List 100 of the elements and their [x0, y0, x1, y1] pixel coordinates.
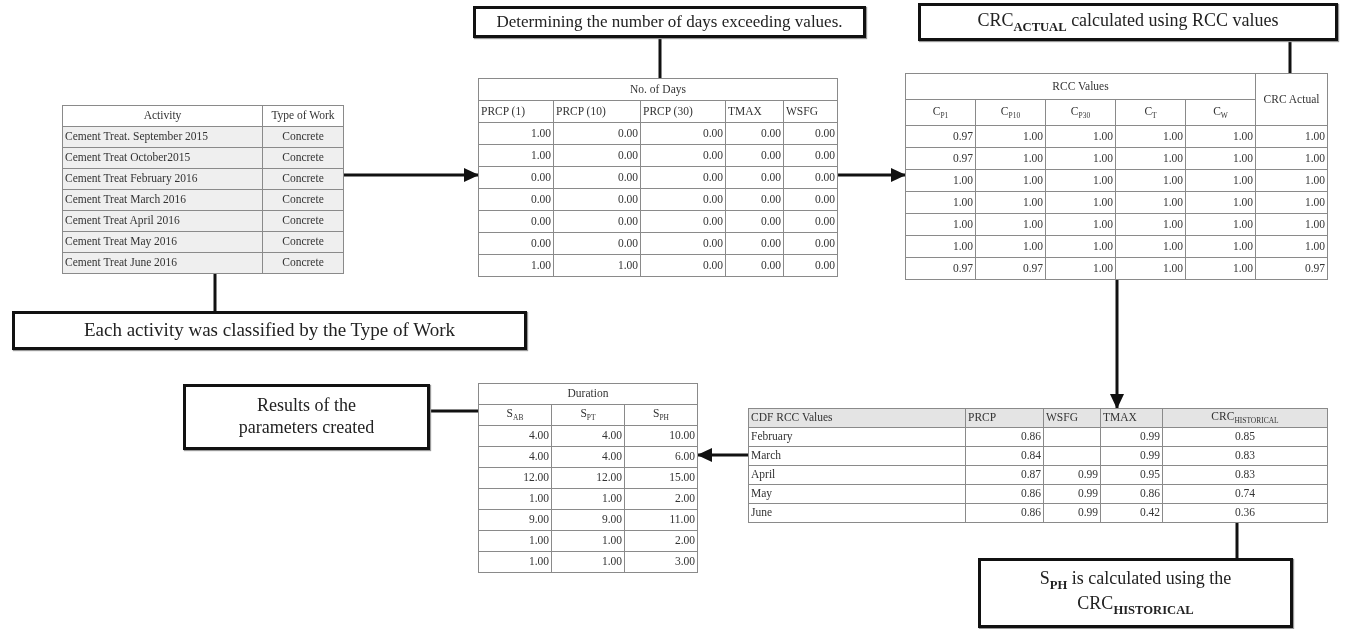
table-cell: 12.00: [551, 467, 625, 489]
table-cell: 1.00: [1185, 191, 1256, 214]
table-cell: 0.00: [783, 254, 838, 277]
table-cell: 0.00: [640, 144, 726, 167]
table-cell: 10.00: [624, 425, 698, 447]
table-cell: 1.00: [975, 147, 1046, 170]
table-cell: 1.00: [905, 169, 976, 192]
table-cell: 1.00: [1185, 169, 1256, 192]
table-cell: 0.00: [640, 188, 726, 211]
table-cell: Type of Work: [262, 105, 344, 127]
table-cell: Cement Treat April 2016: [62, 210, 263, 232]
table-cell: 0.85: [1162, 427, 1328, 447]
table-cell: 0.84: [965, 446, 1044, 466]
table-cell: 1.00: [905, 235, 976, 258]
table-cell: 1.00: [1255, 169, 1328, 192]
table-cell: 0.00: [783, 210, 838, 233]
table-cell: 1.00: [1115, 257, 1186, 280]
arrow: [344, 168, 479, 182]
leader-line: [430, 409, 478, 413]
arrow: [1110, 280, 1124, 409]
table-cell: 2.00: [624, 488, 698, 510]
leader-line: [658, 38, 662, 78]
table-cell: Cement Treat June 2016: [62, 252, 263, 274]
table-cell: 1.00: [1115, 169, 1186, 192]
table-cell: 1.00: [1115, 191, 1186, 214]
table-cell: 4.00: [478, 425, 552, 447]
data-table: [478, 78, 839, 277]
table-cell: 1.00: [1255, 125, 1328, 148]
table-cell: 0.86: [965, 427, 1044, 447]
table-cell: 0.00: [640, 122, 726, 145]
table-cell: 15.00: [624, 467, 698, 489]
table-cell: 0.97: [905, 147, 976, 170]
table-cell: Cement Treat February 2016: [62, 168, 263, 190]
table-cell: 0.00: [725, 210, 784, 233]
table-cell: 1.00: [551, 530, 625, 552]
table-cell: March: [748, 446, 966, 466]
callout-text: S$_{PH}$ is calculated using the CRC$_{HISTORICAL}$: [1038, 568, 1233, 618]
callout-box: [12, 311, 527, 350]
table-cell: 0.00: [783, 122, 838, 145]
table-cell: 0.99: [1100, 446, 1163, 466]
table-cell: Concrete: [262, 252, 344, 274]
table-cell: May: [748, 484, 966, 504]
table-cell: Concrete: [262, 189, 344, 211]
table-cell: 0.86: [965, 503, 1044, 523]
table-cell: 1.00: [1255, 213, 1328, 236]
table-cell: 6.00: [624, 446, 698, 468]
table-cell: 1.00: [905, 213, 976, 236]
table-cell: 0.00: [725, 122, 784, 145]
table-cell: 1.00: [975, 191, 1046, 214]
table-cell: 1.00: [1255, 235, 1328, 258]
table-cell: 0.00: [478, 210, 554, 233]
table-cell: Concrete: [262, 168, 344, 190]
table-cell: S$_{AB}$: [478, 404, 552, 426]
table-cell: RCC Values: [905, 73, 1256, 100]
table-cell: TMAX: [1100, 408, 1163, 428]
table-cell: Cement Treat May 2016: [62, 231, 263, 253]
table-cell: Activity: [62, 105, 263, 127]
data-table: [748, 408, 1328, 523]
table-cell: 0.00: [553, 232, 641, 255]
table-cell: 1.00: [1185, 125, 1256, 148]
table-cell: 0.00: [725, 144, 784, 167]
table-cell: WSFG: [1043, 408, 1101, 428]
table-cell: 0.99: [1043, 465, 1101, 485]
table-cell: 1.00: [1115, 235, 1186, 258]
table-cell: 1.00: [1255, 147, 1328, 170]
table-cell: 1.00: [478, 122, 554, 145]
table-cell: 0.00: [478, 166, 554, 189]
table-cell: 1.00: [553, 254, 641, 277]
table-cell: 9.00: [478, 509, 552, 531]
table-cell: S$_{PT}$: [551, 404, 625, 426]
table-cell: 0.99: [1043, 503, 1101, 523]
table-cell: 11.00: [624, 509, 698, 531]
table-cell: 0.00: [553, 210, 641, 233]
table-cell: 1.00: [1185, 257, 1256, 280]
table-cell: 0.00: [553, 144, 641, 167]
table-cell: 0.97: [1255, 257, 1328, 280]
callout-box: [978, 558, 1293, 628]
data-table: [478, 383, 698, 573]
callout-text: Each activity was classified by the Type of Work: [83, 319, 456, 342]
table-cell: April: [748, 465, 966, 485]
table-cell: 1.00: [975, 125, 1046, 148]
table-cell: PRCP (10): [553, 100, 641, 123]
table-cell: 0.42: [1100, 503, 1163, 523]
callout-box: [183, 384, 430, 450]
table-cell: CRC$_{HISTORICAL}$: [1162, 408, 1328, 428]
table-cell: 1.00: [478, 488, 552, 510]
arrow: [838, 168, 906, 182]
table-cell: Duration: [478, 383, 698, 405]
table-cell: 0.00: [553, 122, 641, 145]
table-cell: 1.00: [551, 488, 625, 510]
table-cell: 1.00: [975, 235, 1046, 258]
table-cell: 3.00: [624, 551, 698, 573]
leader-line: [1288, 41, 1292, 73]
callout-text: CRC$_{ACTUAL}$ calculated using RCC values: [977, 9, 1279, 35]
table-cell: 1.00: [1045, 191, 1116, 214]
table-cell: 1.00: [1255, 191, 1328, 214]
callout-box: [473, 6, 866, 38]
table-cell: Concrete: [262, 231, 344, 253]
table-cell: February: [748, 427, 966, 447]
table-cell: 0.00: [640, 232, 726, 255]
